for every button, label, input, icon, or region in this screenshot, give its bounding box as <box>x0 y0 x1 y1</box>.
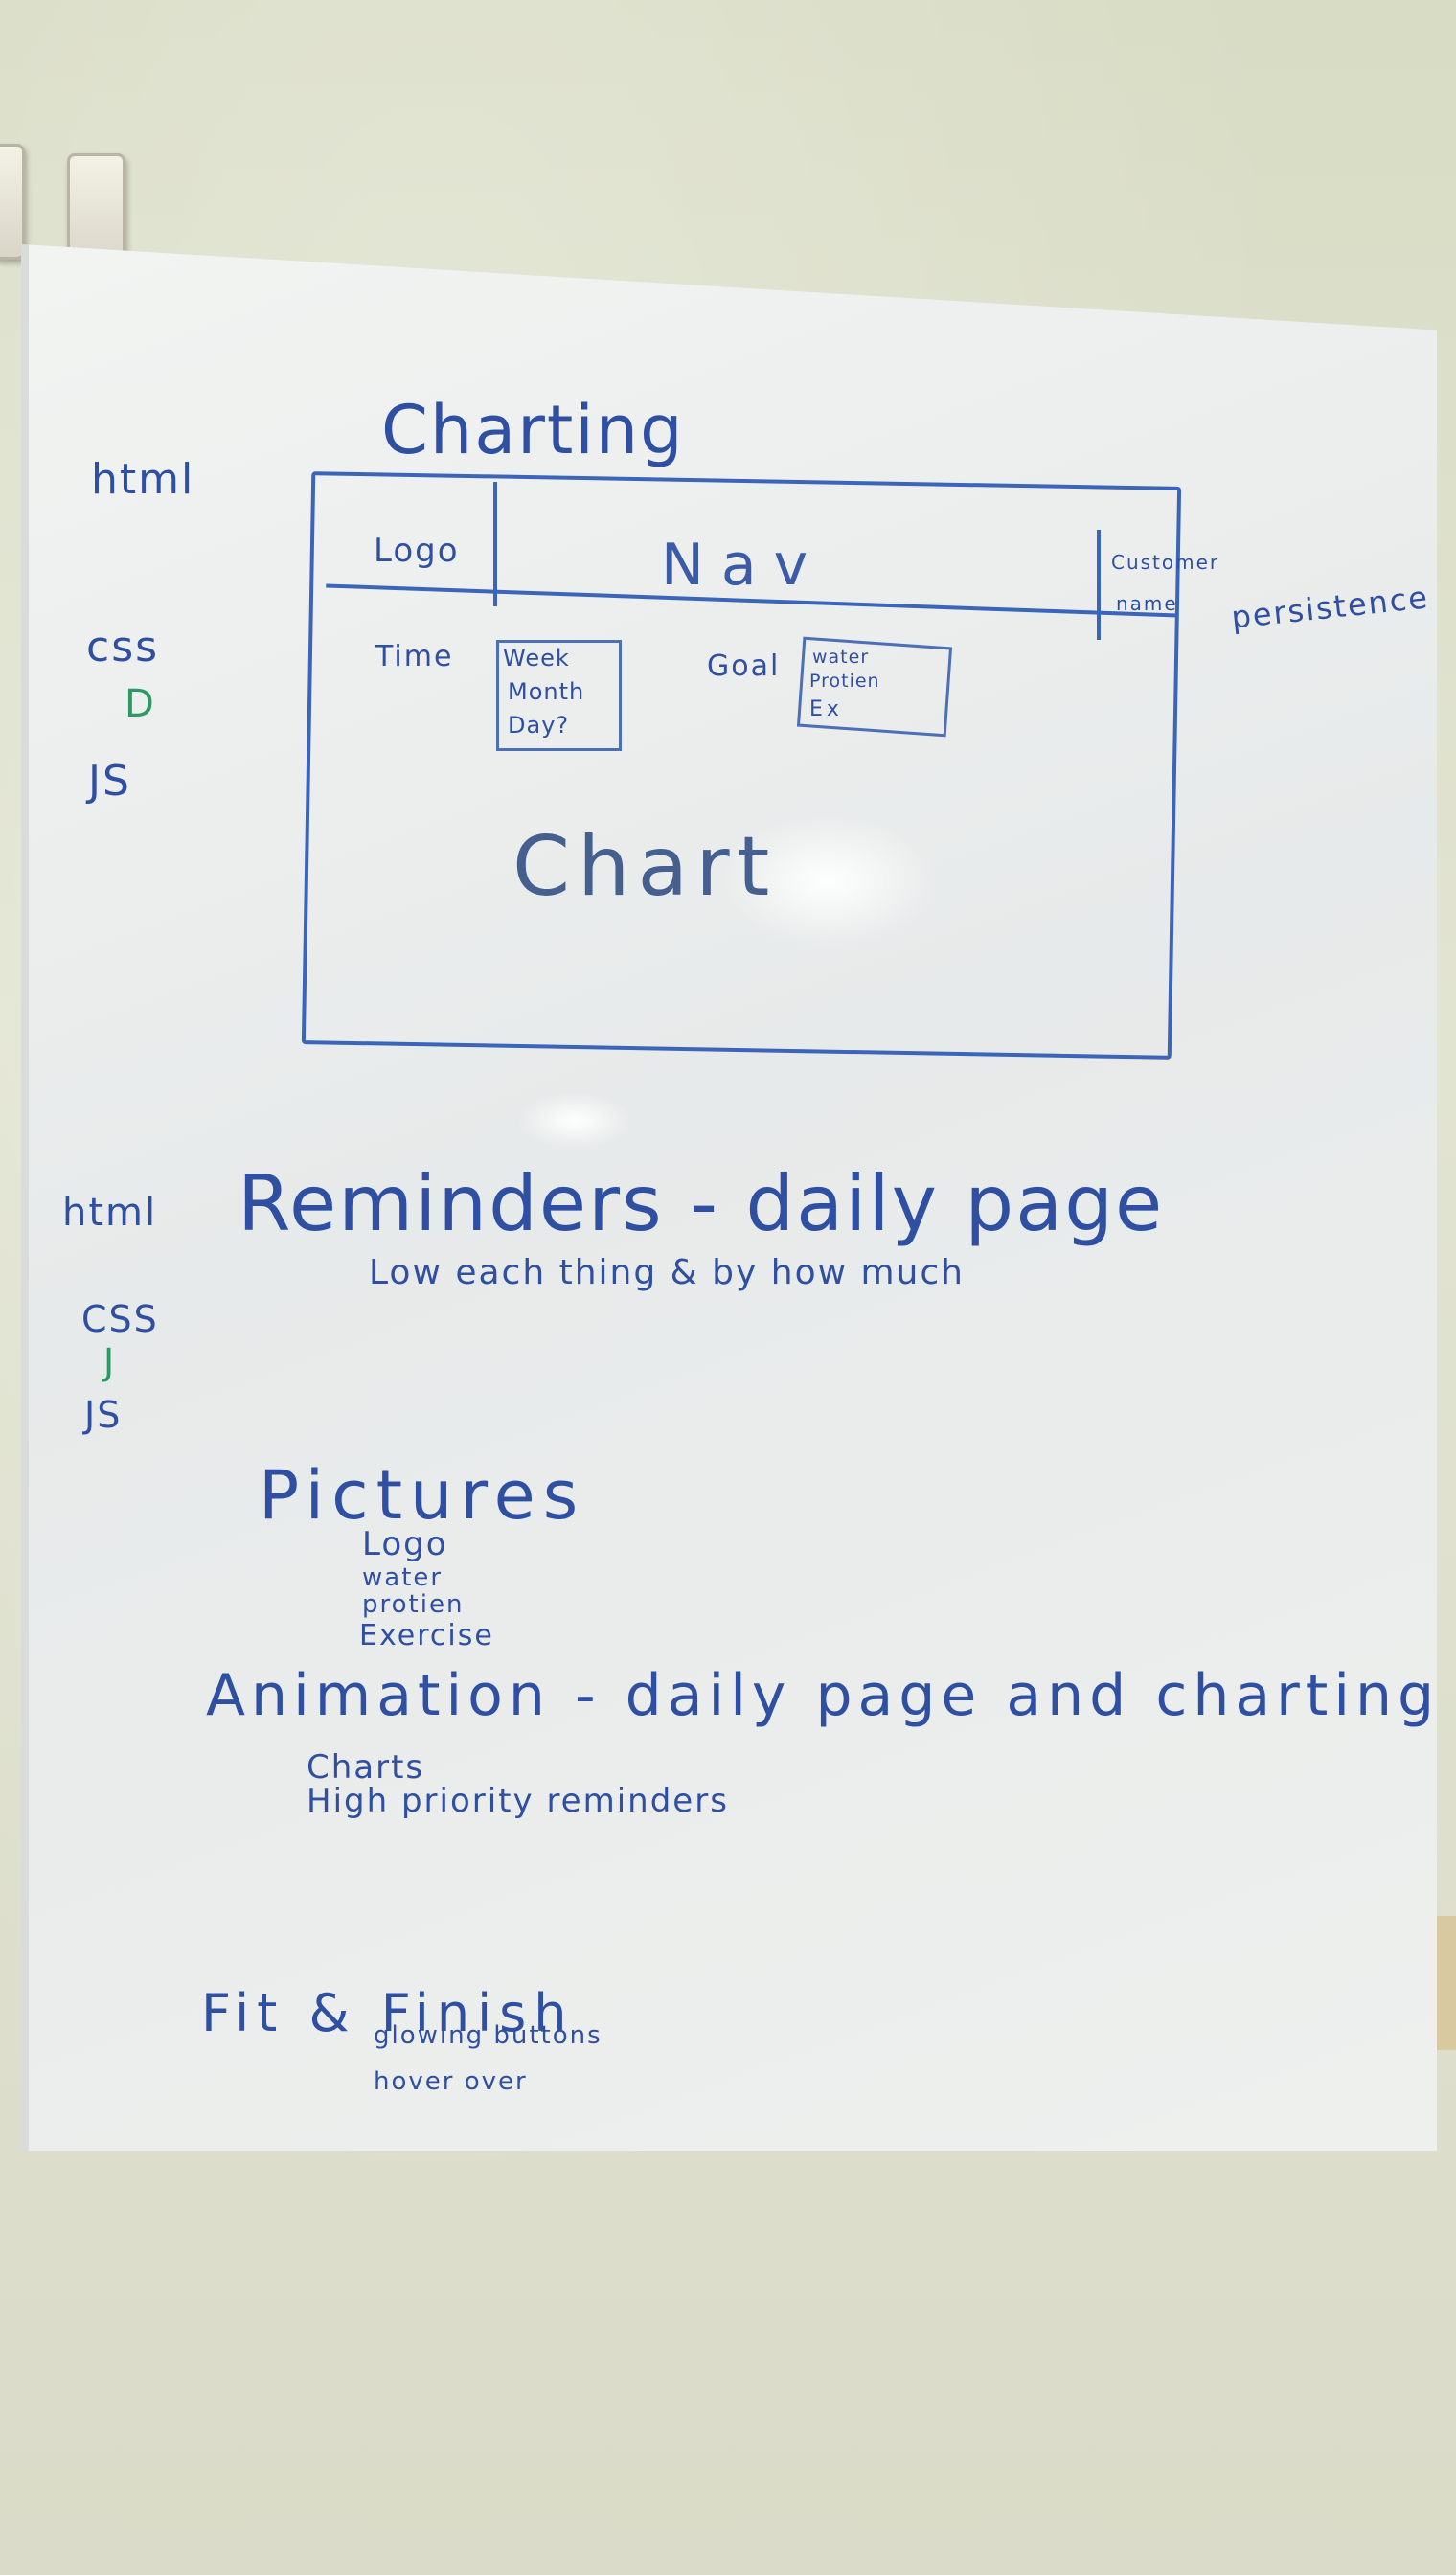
animation-item-charts: Charts <box>307 1748 425 1787</box>
fit-finish-title: Fit & Finish <box>201 1983 575 2043</box>
light-glare <box>718 814 939 948</box>
margin-label-html: html <box>91 455 195 504</box>
charting-title: Charting <box>381 391 685 469</box>
pictures-item-protien: protien <box>362 1590 465 1619</box>
wireframe-time-option-day: Day? <box>508 712 570 739</box>
margin-label-j: J <box>103 1341 117 1383</box>
fit-finish-item-glowing-buttons: glowing buttons <box>374 2021 603 2050</box>
wireframe-customer-name-line1: Customer <box>1111 551 1220 574</box>
whiteboard <box>21 244 1437 2151</box>
wireframe-nav: Nav <box>661 532 826 599</box>
animation-item-high-priority: High priority reminders <box>307 1782 729 1820</box>
wireframe-time-label: Time <box>375 640 454 673</box>
wireframe-goal-option-water: water <box>812 647 870 668</box>
binder-clip-left <box>0 144 25 260</box>
wireframe-logo: Logo <box>374 532 460 570</box>
margin-label-html-2: html <box>62 1191 158 1235</box>
light-glare-small <box>517 1092 632 1150</box>
wireframe-goal-option-protien: Protien <box>809 671 880 692</box>
pictures-item-exercise: Exercise <box>359 1619 494 1652</box>
margin-label-js-2: JS <box>84 1394 123 1436</box>
wireframe-customer-divider <box>1097 530 1101 640</box>
wireframe-customer-name-line2: name <box>1116 592 1178 615</box>
reminders-subtitle: Low each thing & by how much <box>369 1253 965 1292</box>
pictures-item-logo: Logo <box>362 1525 448 1563</box>
wireframe-goal-option-ex: Ex <box>809 697 843 721</box>
margin-label-d: D <box>125 682 156 726</box>
reminders-title: Reminders - daily page <box>238 1159 1165 1248</box>
margin-label-css: css <box>86 623 160 672</box>
pictures-item-water: water <box>362 1563 444 1592</box>
wireframe-chart: Chart <box>512 819 778 915</box>
animation-title: Animation - daily page and charting <box>206 1662 1441 1729</box>
fit-finish-item-hover-over: hover over <box>374 2067 528 2096</box>
wireframe-time-option-month: Month <box>508 678 585 705</box>
tape-strip <box>1437 1916 1456 2050</box>
wireframe-time-option-week: Week <box>503 645 570 672</box>
wireframe-logo-divider <box>493 482 497 606</box>
margin-label-js: JS <box>88 757 131 806</box>
wireframe-time-box <box>496 640 622 751</box>
pictures-title: Pictures <box>259 1456 586 1535</box>
margin-label-css-2: CSS <box>81 1298 159 1340</box>
wireframe-goal-label: Goal <box>707 649 781 683</box>
